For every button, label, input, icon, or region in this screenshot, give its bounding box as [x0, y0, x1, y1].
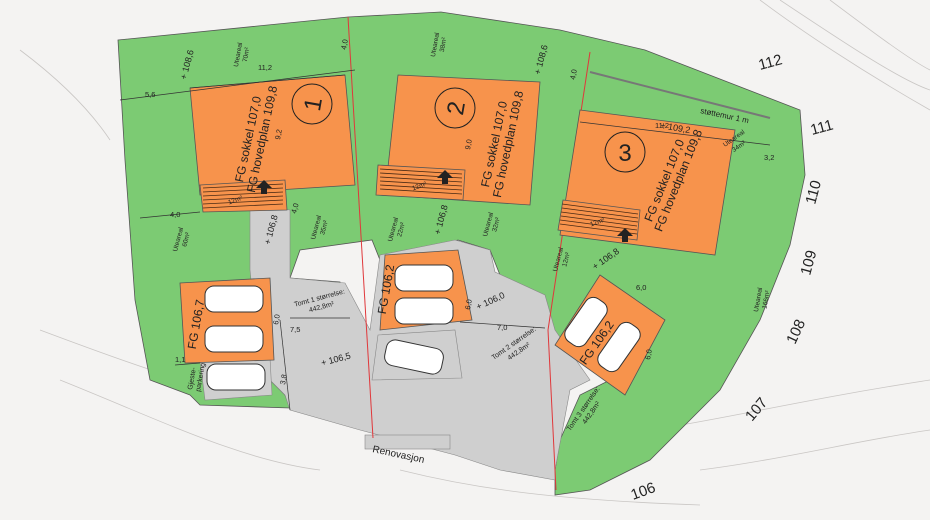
svg-text:3,2: 3,2	[764, 153, 774, 162]
svg-text:4,0: 4,0	[170, 210, 180, 219]
svg-text:3,8: 3,8	[278, 374, 289, 386]
plot-number-circle	[434, 87, 476, 129]
car-icon	[384, 339, 444, 375]
svg-text:32m²: 32m²	[491, 216, 502, 233]
svg-text:109: 109	[797, 248, 820, 277]
svg-text:35m²: 35m²	[319, 219, 330, 236]
contour-labels: 112 111 110 109 108 107 106	[629, 51, 836, 504]
terrace-1-stairs	[199, 179, 288, 213]
plot-number: 2	[442, 99, 471, 117]
entry-arrow-2-icon	[437, 170, 453, 184]
svg-text:9,2: 9,2	[273, 129, 284, 141]
terrace-3-stairs	[557, 199, 641, 241]
entry-arrow-1-icon	[256, 180, 272, 194]
cars	[204, 264, 641, 391]
svg-text:4,0: 4,0	[289, 202, 300, 214]
svg-text:7,0: 7,0	[497, 323, 507, 332]
car-icon	[394, 264, 454, 292]
entry-arrow-3-icon	[617, 228, 633, 242]
svg-text:106: 106	[629, 479, 658, 504]
dimension-labels: 11,2 5,6 4,0 4,0 4,0 9,2 9,0 11,2 3,2 4,…	[145, 39, 774, 386]
car-icon	[394, 297, 454, 325]
guest-parking-label: Gjeste-	[187, 366, 198, 390]
svg-text:11,2: 11,2	[258, 63, 272, 72]
car-icon	[206, 363, 266, 391]
svg-text:111: 111	[809, 117, 835, 139]
svg-text:7,5: 7,5	[290, 325, 300, 334]
plot-number-circle	[291, 83, 333, 125]
svg-text:107: 107	[742, 394, 771, 424]
svg-text:4,0: 4,0	[568, 69, 579, 81]
dimension-lines	[119, 69, 771, 411]
svg-text:70m²: 70m²	[242, 46, 252, 63]
svg-text:1,1: 1,1	[175, 355, 185, 364]
car-icon	[597, 321, 641, 373]
retaining-wall	[589, 71, 771, 119]
svg-text:112: 112	[757, 51, 785, 74]
svg-text:6,0: 6,0	[271, 314, 282, 326]
car-icon	[204, 325, 264, 353]
terrace-area: 12m²	[411, 180, 428, 192]
plot-number: 1	[299, 95, 328, 113]
svg-text:5,6: 5,6	[145, 90, 155, 99]
svg-text:108: 108	[783, 317, 809, 347]
plot-number: 3	[618, 140, 631, 167]
svg-text:9,0: 9,0	[463, 139, 474, 151]
svg-text:Uteareal: Uteareal	[430, 31, 441, 57]
renovasjon-box	[364, 434, 451, 450]
svg-text:11,2: 11,2	[655, 121, 669, 130]
svg-text:166m²: 166m²	[761, 289, 771, 309]
svg-text:6,0: 6,0	[463, 299, 474, 311]
terrace-area: 12m²	[589, 216, 606, 228]
svg-text:6,0: 6,0	[636, 283, 646, 292]
svg-text:110: 110	[802, 179, 825, 207]
guest-parking-label: parkering	[195, 362, 207, 392]
terrace-area: 12m²	[227, 194, 244, 206]
car-icon	[204, 285, 264, 313]
svg-text:Uteareal: Uteareal	[233, 41, 244, 67]
parking-pad-3	[554, 274, 666, 396]
svg-text:60m²: 60m²	[181, 231, 192, 248]
uteareal-labels: Uteareal 70m² Uteareal 38m² Uteareal 34m…	[172, 31, 772, 312]
plot-number-circle	[604, 131, 646, 173]
svg-text:6,0: 6,0	[643, 349, 654, 361]
svg-text:38m²: 38m²	[439, 36, 449, 53]
svg-text:12m²: 12m²	[561, 251, 572, 268]
svg-text:4,0: 4,0	[339, 39, 350, 51]
car-icon	[564, 296, 608, 348]
svg-text:22m²: 22m²	[396, 221, 407, 238]
svg-text:Uteareal: Uteareal	[753, 286, 764, 312]
